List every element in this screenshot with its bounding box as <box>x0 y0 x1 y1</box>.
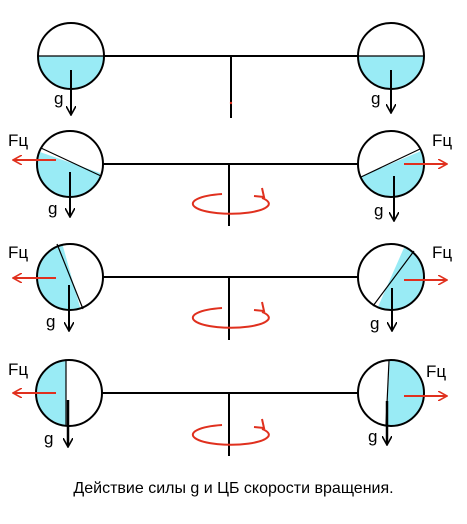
row-3-faster-rotation: Fц g Fц g <box>8 243 452 340</box>
row-1-at-rest: g g <box>37 22 425 118</box>
diagram-caption: Действие силы g и ЦБ скорости вращения. <box>73 480 394 497</box>
left-vessel <box>36 243 104 311</box>
rotation-arrow <box>191 187 270 215</box>
centrifugal-label: Fц <box>432 243 452 262</box>
centrifugal-label: Fц <box>426 362 446 381</box>
centrifugal-label: Fц <box>8 360 28 379</box>
centrifugal-label: Fц <box>8 243 28 262</box>
right-vessel <box>357 243 425 311</box>
row-2-slow-rotation: Fц g Fц g <box>8 130 452 226</box>
gravity-label: g <box>54 89 63 108</box>
centrifugal-label: Fц <box>8 131 28 150</box>
right-vessel <box>357 130 425 198</box>
gravity-label: g <box>46 312 55 331</box>
gravity-label: g <box>368 427 377 446</box>
left-vessel <box>36 130 104 198</box>
gravity-label: g <box>44 429 53 448</box>
left-vessel <box>35 359 103 427</box>
gravity-label: g <box>371 89 380 108</box>
centrifugal-label: Fц <box>432 131 452 150</box>
gravity-label: g <box>48 199 57 218</box>
gravity-label: g <box>374 201 383 220</box>
row-4-high-speed-rotation: Fц g Fц g <box>8 359 446 456</box>
rotation-arrow <box>191 301 270 329</box>
gravity-label: g <box>370 314 379 333</box>
rotation-arrow <box>191 418 270 446</box>
shaft-end-mark <box>229 101 233 105</box>
